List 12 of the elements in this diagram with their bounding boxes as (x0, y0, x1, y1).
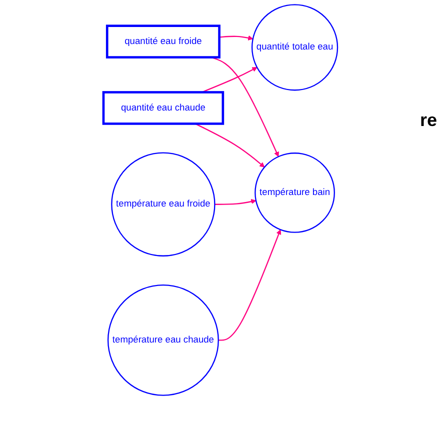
arrow (202, 67, 258, 93)
node-circle: température eau froide (111, 152, 216, 256)
node-circle: température bain (254, 152, 335, 233)
node-box: quantité eau chaude (102, 91, 224, 125)
arrow (218, 229, 282, 341)
arrow (194, 123, 265, 168)
node-box: quantité eau froide (106, 24, 220, 58)
arrow (219, 35, 254, 40)
note-text: re (420, 110, 437, 130)
node-circle: quantité totale eau (251, 4, 338, 91)
arrow (214, 199, 256, 205)
node-circle: température eau chaude (107, 284, 219, 396)
